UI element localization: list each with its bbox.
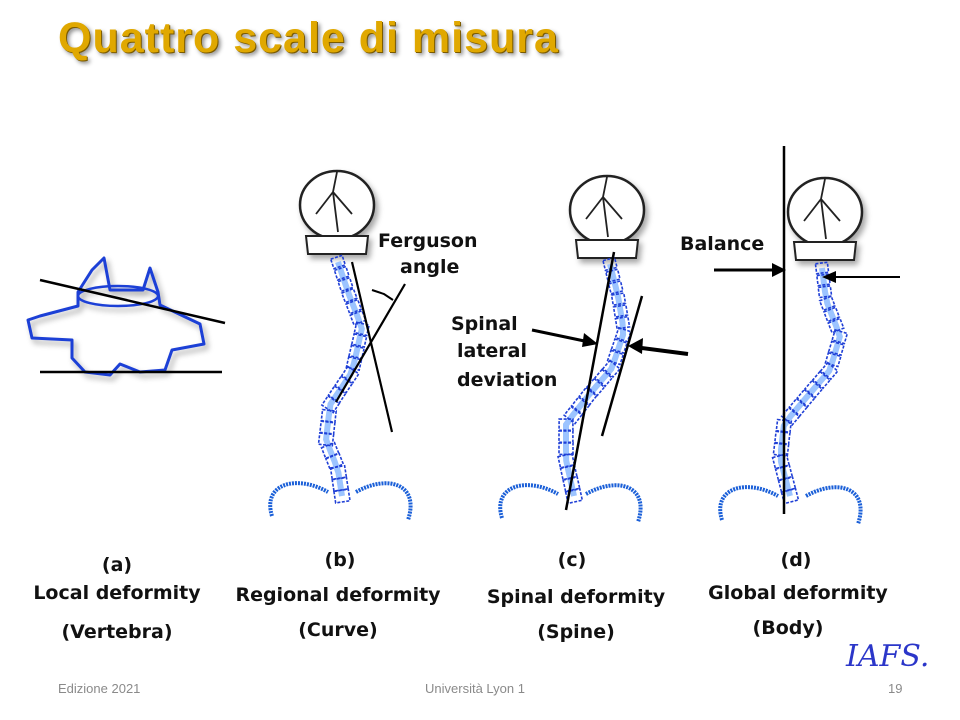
balance-label: Balance [680, 233, 764, 255]
ferguson-angle-label: angle [400, 256, 459, 278]
vertebra-segment [348, 344, 366, 360]
vertebra-segment [344, 298, 363, 315]
vertebra-segment [578, 386, 598, 406]
vertebra-segment [564, 487, 584, 505]
vertebra-segment [607, 280, 624, 295]
vertebra-tilt-line [39, 278, 226, 325]
pelvis-c [498, 483, 643, 523]
vertebra-segment [818, 295, 836, 312]
vertebra-segment [817, 285, 833, 299]
vertebra-segment [327, 384, 347, 404]
arrowhead-right [628, 338, 643, 354]
vertebra-segment [593, 368, 614, 388]
ferguson-line-lower [350, 261, 394, 433]
deviation-label: deviation [457, 369, 557, 391]
vertebra-segment [612, 303, 629, 318]
ferguson-arc [371, 289, 394, 301]
vertebra-segment [332, 488, 351, 504]
caption-letter-a: (a) [102, 554, 132, 576]
balance-arrowhead [772, 263, 786, 277]
caption-letter-d: (d) [781, 549, 812, 571]
vertebra-segment [811, 370, 832, 390]
spinal-label: Spinal [451, 313, 518, 335]
vertebra-segment [772, 442, 790, 457]
vertebra-segment [610, 337, 629, 355]
ferguson-label: Ferguson [378, 230, 477, 252]
vertebra-segment [788, 397, 809, 417]
vertebra-segment [320, 394, 341, 414]
caption-scope-d: (Body) [753, 617, 824, 639]
vertebra-segment [827, 340, 846, 357]
vertebra-segment [333, 265, 351, 281]
vertebra-segment [803, 379, 824, 399]
spine-b [317, 254, 371, 504]
vertebra-segment [819, 361, 839, 381]
caption-letter-c: (c) [558, 549, 587, 571]
vertebra-segment [601, 359, 622, 379]
caption-scope-b: (Curve) [298, 619, 377, 641]
skull-b [298, 169, 376, 255]
deviation-arrow-right [633, 345, 689, 356]
vertebra-segment [349, 309, 367, 326]
vertebra-segment [824, 351, 842, 368]
vertebra-segment [334, 375, 354, 394]
vertebra-segment [796, 388, 816, 408]
slide-title: Quattro scale di misura [58, 14, 559, 62]
caption-scope-a: (Vertebra) [61, 621, 172, 643]
footer-edition: Edizione 2021 [58, 681, 141, 696]
vertebra-segment [822, 306, 841, 323]
footer-page-number: 19 [888, 681, 903, 696]
ferguson-line-upper [335, 283, 406, 403]
vertebra-segment [814, 261, 830, 275]
lateral-label: lateral [457, 340, 527, 362]
vertebra-segment [337, 276, 354, 293]
skull-c [568, 174, 646, 259]
vertebra-segment [317, 432, 335, 447]
caption-name-a: Local deformity [33, 582, 201, 604]
c7-plumb-line [564, 251, 616, 511]
arrowhead-left [582, 333, 598, 347]
vertebra-segment [353, 321, 371, 337]
apex-line [600, 295, 644, 437]
vertebra-segment [340, 287, 359, 304]
vertebra-drawing [26, 256, 206, 377]
pelvis-b [268, 481, 413, 521]
spine-c [557, 256, 632, 505]
footer-university: Università Lyon 1 [425, 681, 525, 696]
vertebra-segment [350, 332, 368, 348]
vertebra-segment [815, 273, 831, 287]
vertebra-segment [614, 315, 631, 330]
caption-name-d: Global deformity [708, 582, 888, 604]
caption-letter-b: (b) [325, 549, 356, 571]
vertebra-segment [606, 349, 625, 366]
vertebra-segment [329, 254, 347, 270]
caption-name-b: Regional deformity [235, 584, 441, 606]
vertebra-segment [340, 365, 360, 384]
pelvis-d [718, 485, 863, 525]
caption-scope-c: (Spine) [537, 621, 615, 643]
vertebra-segment [558, 442, 574, 456]
caption-name-c: Spinal deformity [487, 586, 666, 608]
signature-logo: IAFS. [845, 639, 929, 674]
c7-arrowhead [822, 271, 836, 283]
vertebra-segment [614, 326, 632, 343]
vertebra-segment [610, 292, 627, 307]
vertebra-segment [345, 355, 363, 372]
vertebra-segment [831, 328, 849, 345]
skull-d [786, 176, 864, 261]
